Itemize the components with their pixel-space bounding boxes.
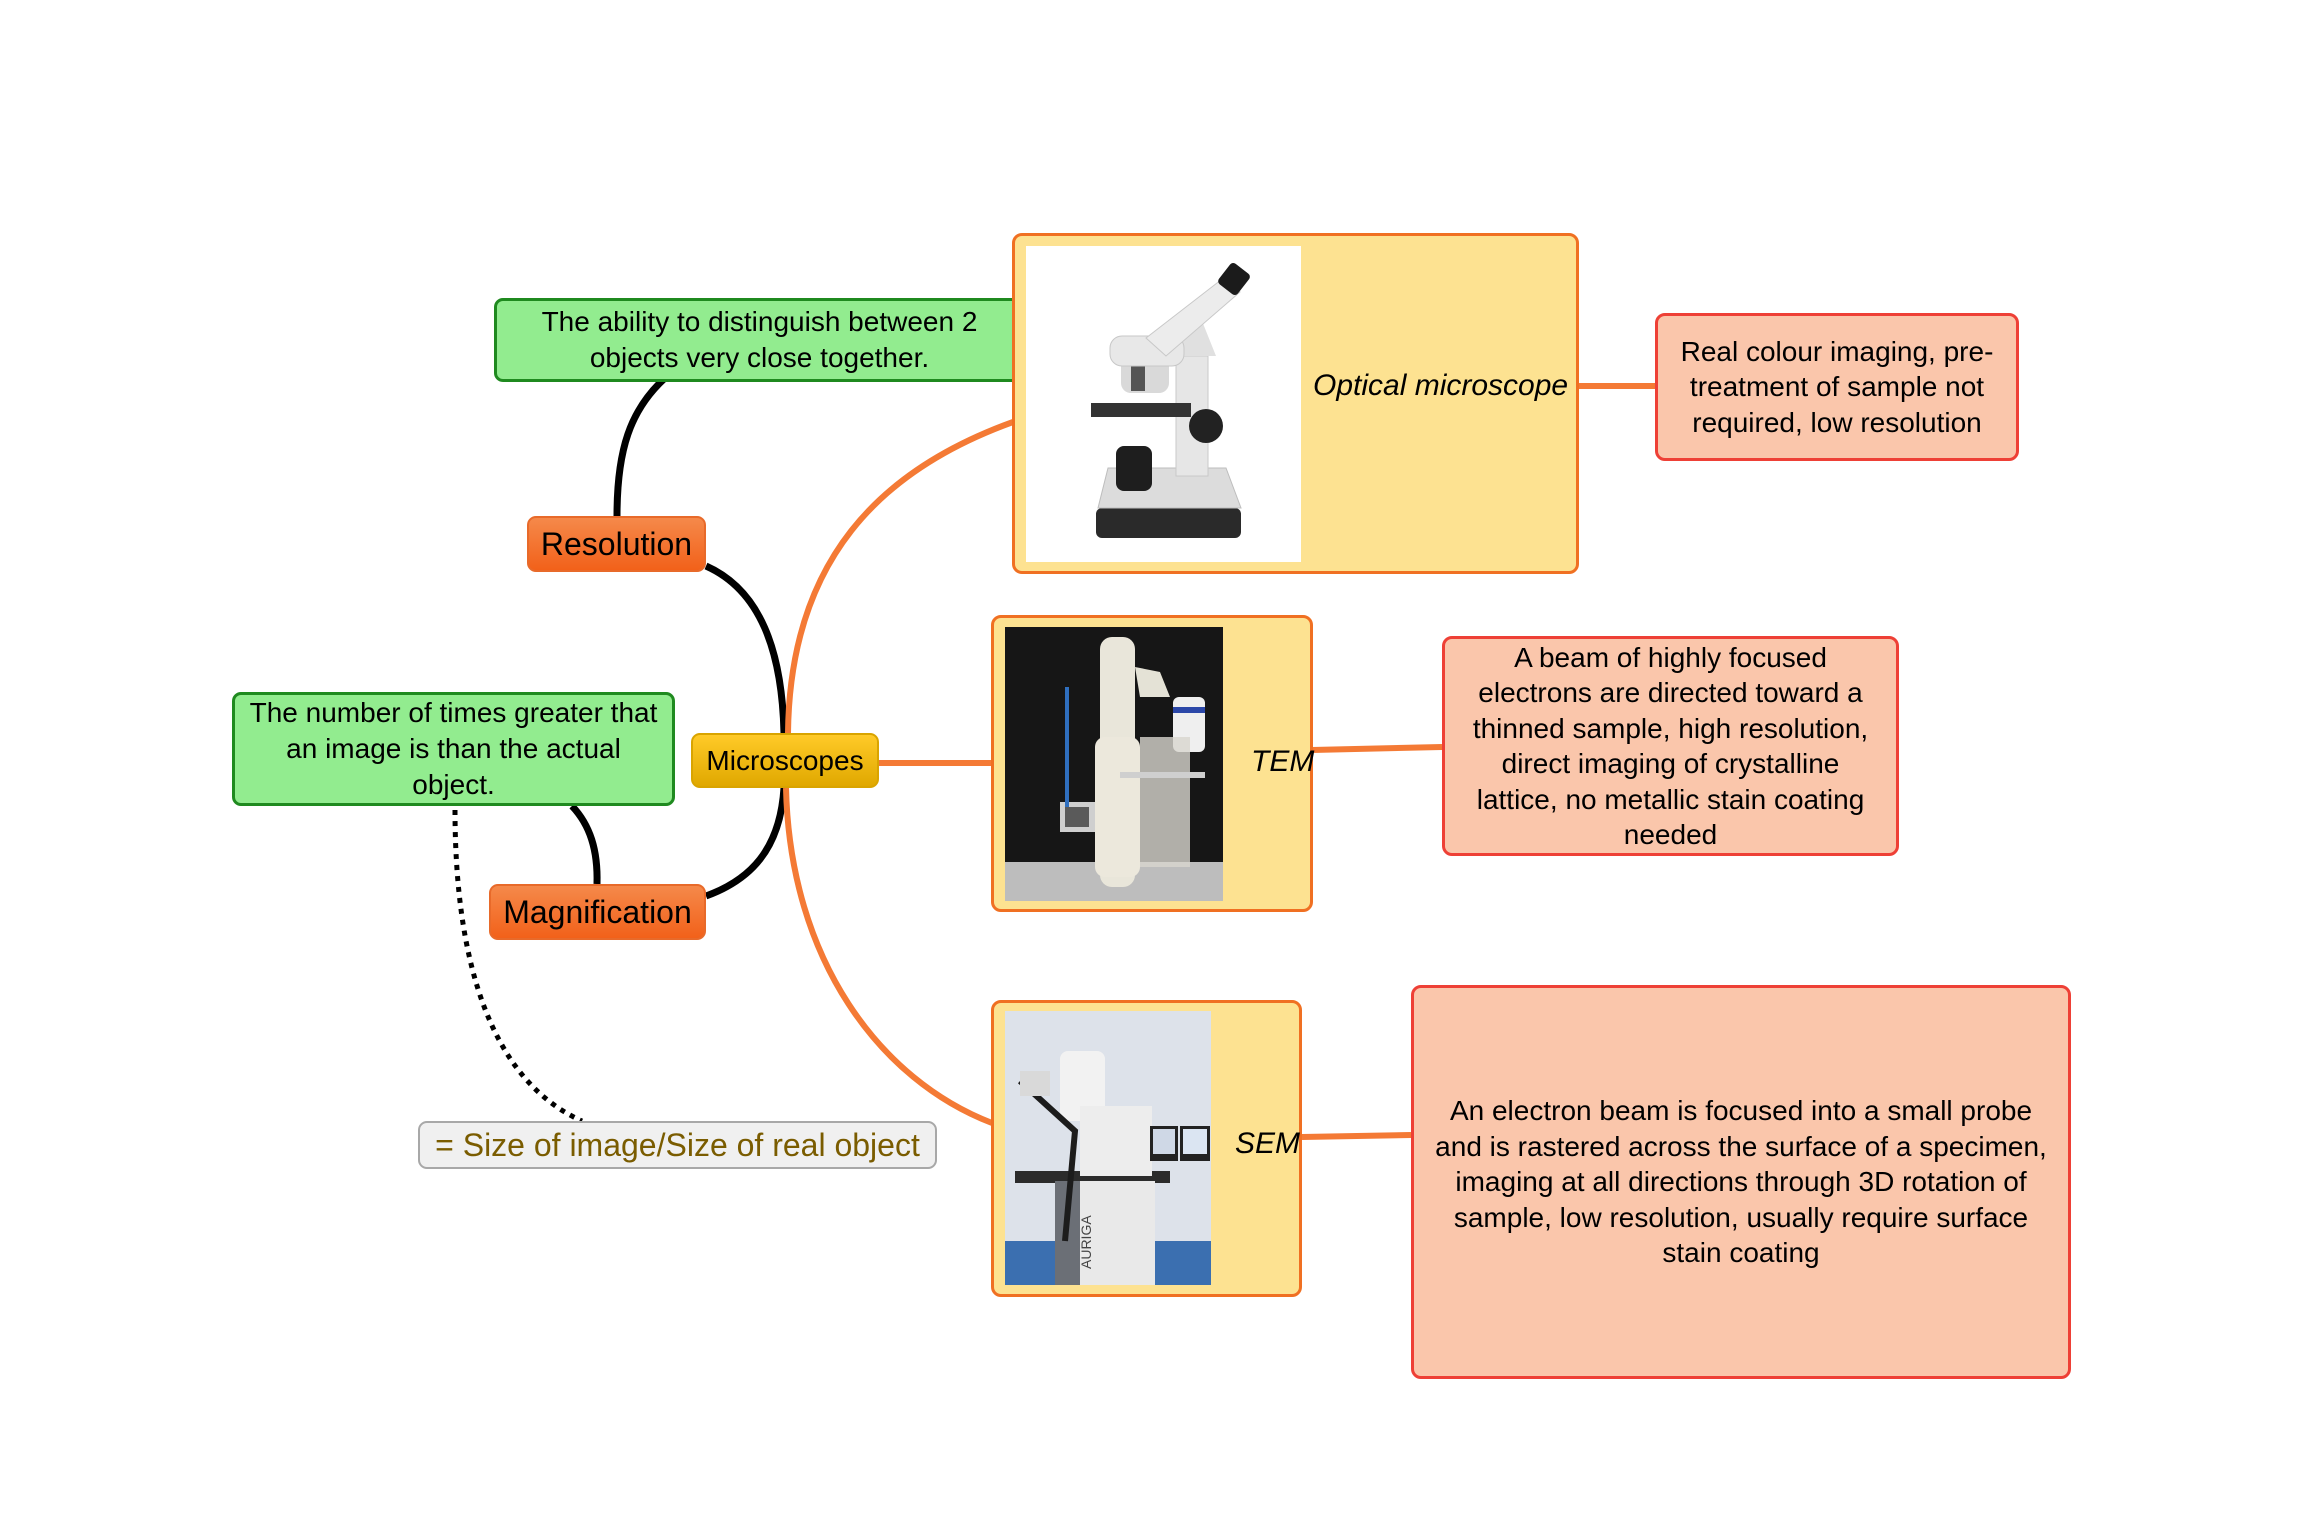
- central-topic-microscopes[interactable]: Microscopes: [691, 733, 879, 788]
- optical-microscope-label: Optical microscope: [1313, 369, 1569, 402]
- connector-microscopes-optical: [785, 419, 1015, 734]
- optical-description[interactable]: Real colour imaging, pre-treatment of sa…: [1655, 313, 2019, 461]
- formula-text: = Size of image/Size of real object: [435, 1126, 920, 1163]
- tem-description-text: A beam of highly focused electrons are d…: [1472, 641, 1869, 851]
- connector-microscopes-magnification: [704, 787, 788, 900]
- connector-tem-description: [1311, 744, 1443, 753]
- magnification-label: Magnification: [503, 893, 692, 930]
- topic-tem[interactable]: TEM: [991, 615, 1315, 912]
- magnification-definition[interactable]: The number of times greater that an imag…: [232, 692, 675, 806]
- resolution-definition-text: The ability to distinguish between 2 obj…: [541, 306, 978, 373]
- light-microscope-image: [1026, 246, 1301, 562]
- connector-definition-formula: [452, 809, 584, 1124]
- sem-description-text: An electron beam is focused into a small…: [1435, 1095, 2047, 1269]
- magnification-node[interactable]: Magnification: [489, 884, 706, 940]
- tem-description[interactable]: A beam of highly focused electrons are d…: [1442, 636, 1899, 856]
- topic-optical-microscope[interactable]: Optical microscope: [1012, 233, 1579, 574]
- sem-brand-text: AURIGA: [1078, 1215, 1094, 1269]
- sem-label: SEM: [1235, 1127, 1301, 1160]
- resolution-node[interactable]: Resolution: [527, 516, 706, 572]
- connector-magnification-definition: [569, 803, 601, 885]
- magnification-definition-text: The number of times greater that an imag…: [249, 697, 658, 800]
- tem-instrument-icon: [1005, 627, 1223, 901]
- magnification-formula[interactable]: = Size of image/Size of real object: [418, 1121, 937, 1169]
- microscope-icon: [1091, 262, 1250, 538]
- optical-description-text: Real colour imaging, pre-treatment of sa…: [1680, 335, 1994, 438]
- sem-image: AURIGA: [1005, 1011, 1211, 1285]
- sem-instrument-icon: AURIGA: [1005, 1011, 1211, 1285]
- tem-image: [1005, 627, 1223, 901]
- connector-sem-description: [1301, 1132, 1412, 1140]
- topic-sem[interactable]: AURIGA SEM: [991, 1000, 1302, 1297]
- sem-description[interactable]: An electron beam is focused into a small…: [1411, 985, 2071, 1379]
- resolution-label: Resolution: [540, 525, 693, 562]
- connector-microscopes-sem: [783, 787, 994, 1126]
- central-topic-label: Microscopes: [706, 744, 864, 776]
- tem-label: TEM: [1251, 745, 1315, 778]
- connector-microscopes-resolution: [704, 562, 788, 734]
- resolution-definition[interactable]: The ability to distinguish between 2 obj…: [494, 298, 1025, 382]
- connector-resolution-definition: [613, 375, 668, 517]
